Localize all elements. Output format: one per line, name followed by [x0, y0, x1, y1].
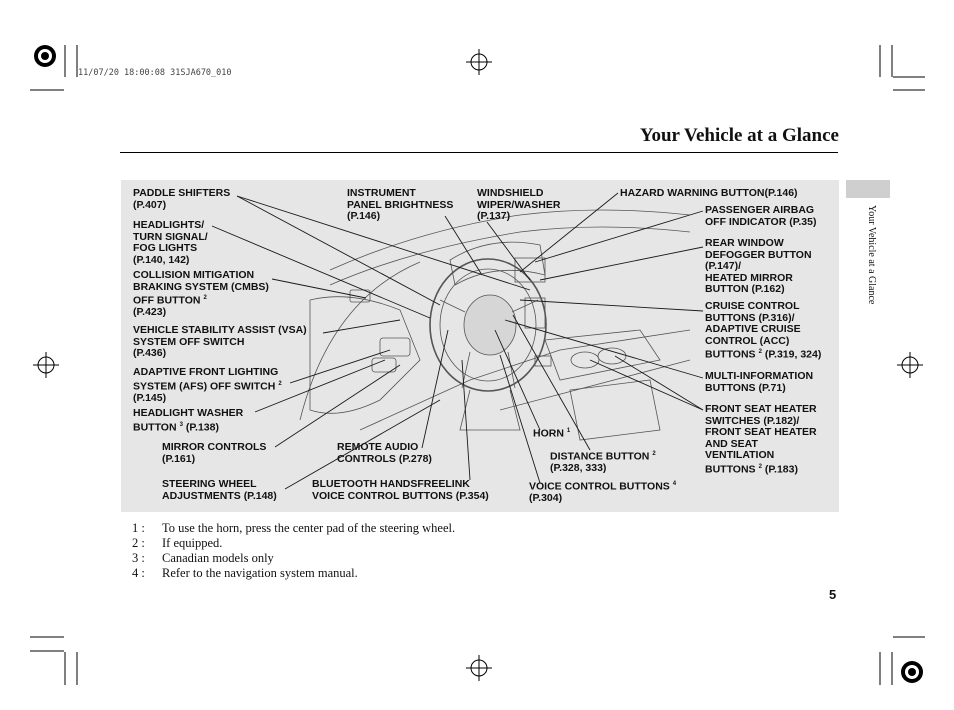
label-vsa: VEHICLE STABILITY ASSIST (VSA)SYSTEM OFF…	[133, 324, 307, 359]
label-mirror-controls: MIRROR CONTROLS(P.161)	[162, 441, 267, 465]
label-headlights: HEADLIGHTS/TURN SIGNAL/FOG LIGHTS(P.140,…	[133, 219, 208, 266]
print-timestamp: 11/07/20 18:00:08 31SJA670_010	[78, 68, 232, 78]
side-tab	[846, 180, 890, 198]
page-number: 5	[829, 587, 837, 602]
footnote: 3 :Canadian models only	[132, 551, 274, 565]
footnote: 4 :Refer to the navigation system manual…	[132, 566, 358, 580]
title-rule	[120, 152, 838, 153]
label-hazard: HAZARD WARNING BUTTON(P.146)	[620, 187, 798, 199]
side-tab-label: Your Vehicle at a Glance	[866, 205, 877, 305]
footnote: 1 :To use the horn, press the center pad…	[132, 521, 456, 535]
page-title: Your Vehicle at a Glance	[639, 125, 839, 146]
registration-target-icon	[34, 45, 56, 67]
registration-target-icon	[901, 661, 923, 683]
footnote: 2 :If equipped.	[132, 536, 223, 550]
label-paddle-shifters: PADDLE SHIFTERS(P.407)	[133, 187, 231, 211]
